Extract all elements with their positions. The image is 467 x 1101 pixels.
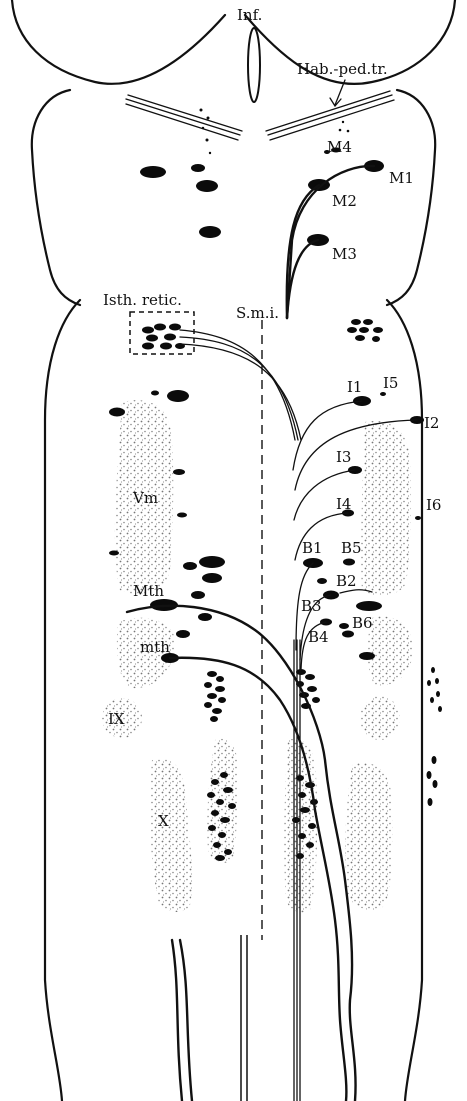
label-i1: I1 [347,378,362,396]
infundibulum-shape [248,28,260,102]
label-inf: Inf. [237,6,262,24]
label-b2: B2 [336,572,357,590]
label-b1: B1 [302,539,323,557]
label-m1: M1 [389,169,414,187]
label-x: X [158,812,169,830]
label-b4: B4 [308,628,329,646]
label-b6: B6 [352,614,373,632]
right-isthmic-cluster [347,319,383,342]
label-mth-lower: mth [140,638,170,656]
label-isth-retic: Isth. retic. [103,291,182,309]
label-hab-ped-tr: Hab.-ped.tr. [297,60,388,78]
label-b3: B3 [301,597,322,615]
label-m4: M4 [327,138,352,156]
label-i2: I2 [424,414,439,432]
label-mth-upper: Mth [133,582,164,600]
label-b5: B5 [341,539,362,557]
habenulo-peduncular-tracts [126,80,394,154]
label-i4: I4 [336,495,351,513]
spinal-fibers [172,935,247,1101]
i5-neuron [380,392,386,396]
label-m3: M3 [332,245,357,263]
label-ix: IX [108,710,125,728]
b5-neuron [343,559,355,566]
label-i6: I6 [426,496,441,514]
label-m2: M2 [332,192,357,210]
label-vm: Vm [132,489,158,507]
label-i5: I5 [383,374,398,392]
i6-neuron [415,516,421,520]
label-smi: S.m.i. [236,304,279,322]
label-i3: I3 [336,448,351,466]
